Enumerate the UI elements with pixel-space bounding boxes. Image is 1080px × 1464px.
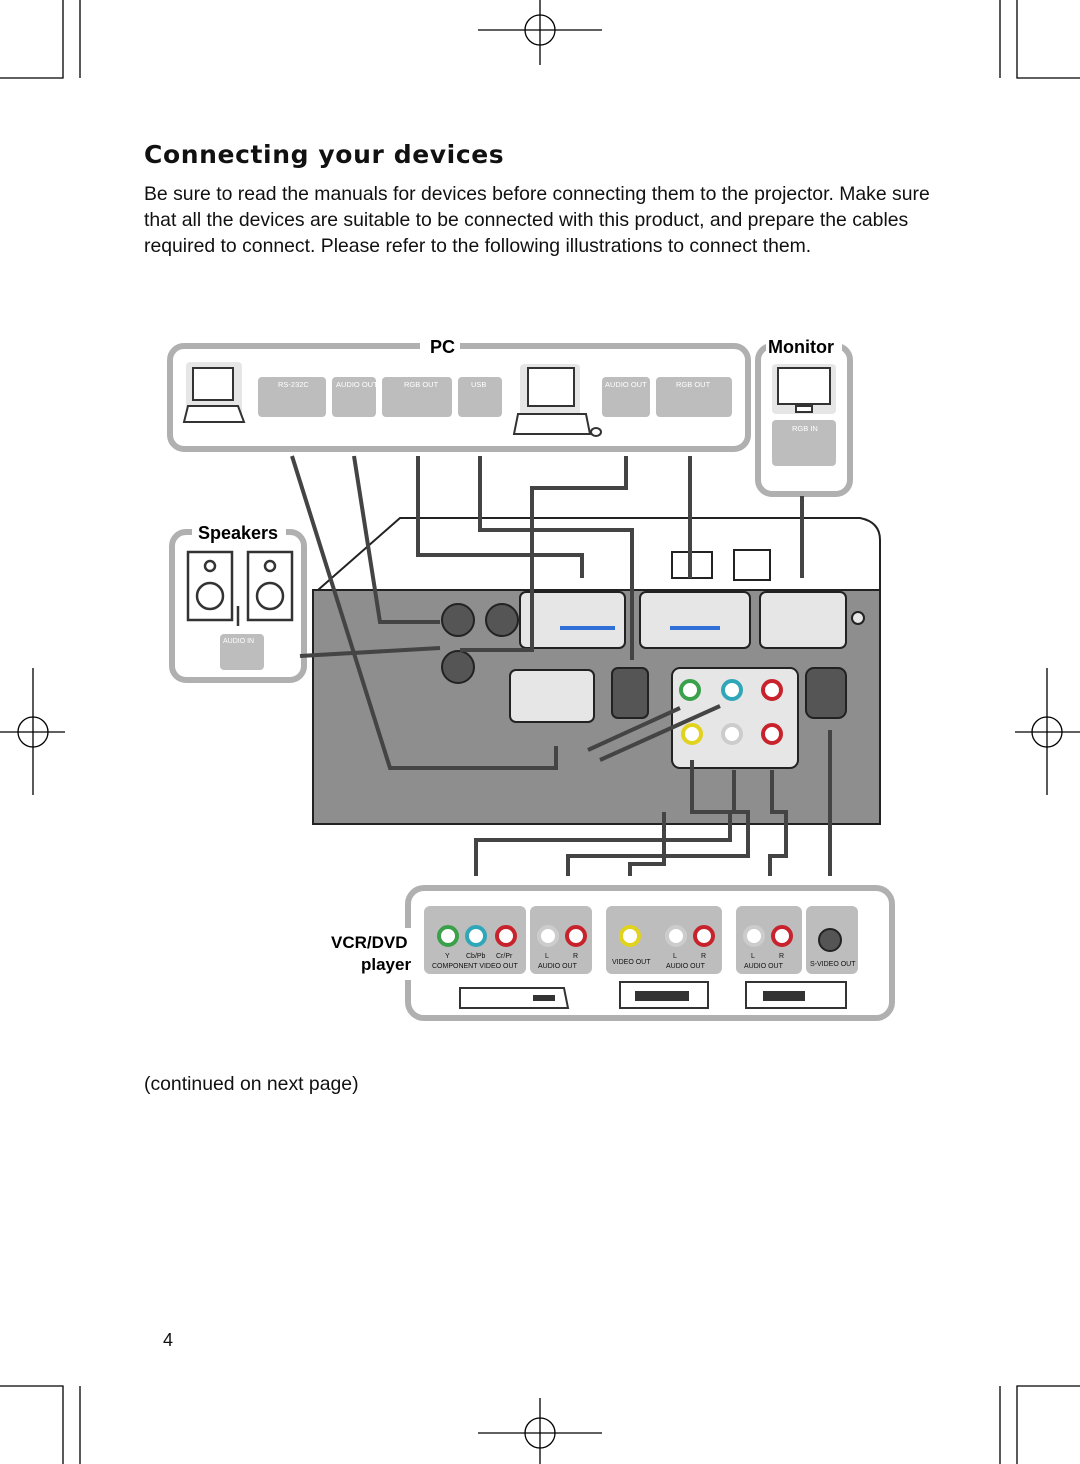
monitor-label: Monitor bbox=[768, 337, 834, 357]
desktop-pc-icon bbox=[512, 364, 602, 437]
cable-audio-pc bbox=[460, 456, 628, 652]
audio-out-label-2: AUDIO OUT bbox=[666, 963, 706, 970]
vcr-group: VCR/DVD player Y Cb/Pb Cr/Pr COMPONENT V… bbox=[326, 885, 895, 1021]
cable-speaker bbox=[299, 646, 441, 658]
audio-r-label-3: R bbox=[779, 953, 784, 960]
projector-body bbox=[312, 517, 881, 825]
port-label-audio-in: AUDIO IN bbox=[223, 638, 254, 645]
vcr-label-line2: player bbox=[361, 955, 411, 974]
audio-r-label-2: R bbox=[701, 953, 706, 960]
continued-note: (continued on next page) bbox=[144, 1073, 359, 1095]
speakers-label: Speakers bbox=[198, 523, 278, 543]
cable-rs232c bbox=[290, 455, 558, 770]
port-label-rgb-out-laptop: RGB OUT bbox=[404, 380, 439, 389]
component-cb-label: Cb/Pb bbox=[466, 953, 486, 960]
cable-audio-vcr bbox=[566, 770, 750, 876]
pc-label: PC bbox=[430, 337, 455, 357]
component-y-label: Y bbox=[445, 953, 450, 960]
svideo-out-label: S-VIDEO OUT bbox=[810, 961, 856, 968]
pc-port-labels: RS-232C AUDIO OUT RGB OUT USB AUDIO OUT … bbox=[258, 377, 732, 417]
audio-l-label-2: L bbox=[673, 953, 677, 960]
cable-video-vcr bbox=[628, 770, 788, 876]
audio-l-label-1: L bbox=[545, 953, 549, 960]
video-out-label: VIDEO OUT bbox=[612, 959, 651, 966]
port-label-usb: USB bbox=[471, 380, 486, 389]
cable-usb bbox=[478, 456, 634, 660]
dvd-vcr-combo-icon bbox=[745, 981, 847, 1009]
page-number: 4 bbox=[163, 1330, 174, 1350]
audio-r-label-1: R bbox=[573, 953, 578, 960]
dvd-player-icon bbox=[459, 987, 570, 1009]
speakers-group: Speakers AUDIO IN bbox=[169, 520, 307, 683]
monitor-icon bbox=[772, 364, 836, 414]
speakers-icon bbox=[186, 550, 294, 626]
intro-paragraph: Be sure to read the manuals for devices … bbox=[144, 183, 930, 258]
cable-audio-laptop bbox=[352, 455, 440, 624]
cable-component bbox=[474, 704, 732, 876]
vcr-label-line1: VCR/DVD bbox=[331, 933, 408, 952]
page-title: Connecting your devices bbox=[144, 140, 505, 169]
monitor-group: Monitor RGB IN bbox=[755, 334, 853, 497]
cable-rgb-laptop bbox=[416, 456, 584, 578]
audio-l-label-3: L bbox=[751, 953, 755, 960]
component-cr-label: Cr/Pr bbox=[496, 953, 513, 960]
port-label-rgb-out-pc: RGB OUT bbox=[676, 380, 711, 389]
component-video-out-label: COMPONENT VIDEO OUT bbox=[432, 963, 519, 970]
port-label-rgb-in: RGB IN bbox=[792, 424, 818, 433]
audio-out-label-1: AUDIO OUT bbox=[538, 963, 578, 970]
port-label-audio-out-pc: AUDIO OUT bbox=[605, 380, 647, 389]
port-label-rs232c: RS-232C bbox=[278, 380, 309, 389]
port-label-audio-out-laptop: AUDIO OUT bbox=[336, 380, 378, 389]
vcr-icon bbox=[619, 981, 709, 1009]
cables bbox=[290, 455, 832, 876]
laptop-icon bbox=[182, 362, 246, 423]
audio-out-label-3: AUDIO OUT bbox=[744, 963, 784, 970]
pc-group: PC RS-232C AUDIO OUT RGB OUT USB AUDIO bbox=[167, 334, 751, 452]
